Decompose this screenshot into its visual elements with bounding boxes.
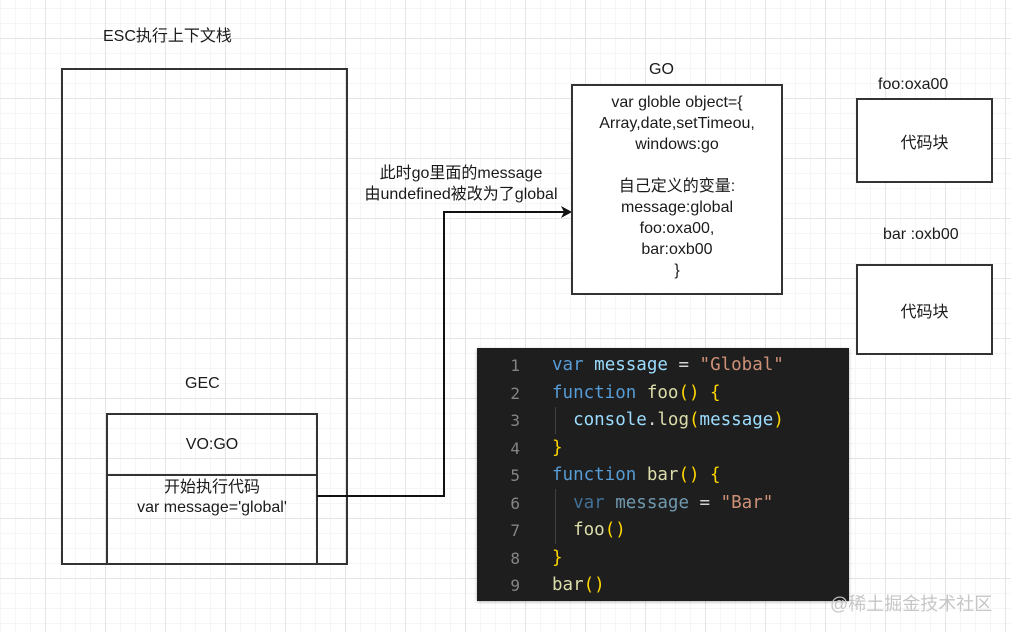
code-line: 9 bar() (477, 572, 849, 600)
code-text: var message = "Global" (552, 352, 784, 380)
code-token: . (646, 410, 658, 430)
code-token: var (573, 492, 616, 513)
code-text: var message = "Bar" (552, 490, 773, 518)
code-token (552, 410, 573, 430)
code-line: 2 function foo() { (477, 380, 849, 408)
code-token: ( (689, 410, 700, 430)
code-line: 3 console.log(message) (477, 407, 849, 435)
go-line: var globle object={ (611, 94, 743, 111)
code-text: } (552, 545, 563, 573)
line-number: 7 (510, 521, 520, 540)
code-token: () { (678, 382, 721, 403)
vo-label: VO:GO (185, 435, 239, 453)
code-token: () (604, 520, 626, 540)
go-box: var globle object={ Array,date,setTimeou… (571, 84, 783, 295)
code-token: foo (646, 382, 679, 403)
line-number: 5 (510, 466, 520, 485)
go-line: bar:oxb00 (641, 241, 713, 258)
code-token: ) (773, 410, 784, 430)
code-token (552, 520, 573, 540)
go-title: GO (649, 61, 674, 78)
indent-guide (555, 407, 556, 434)
code-token: } (552, 547, 563, 568)
code-token: log (657, 410, 689, 430)
code-token: function (552, 382, 647, 403)
code-token: var (552, 355, 595, 375)
code-line: 8} (477, 545, 849, 573)
line-number: 1 (510, 356, 520, 375)
code-token: } (552, 437, 563, 458)
code-token (552, 493, 573, 513)
code-token: = (689, 492, 721, 513)
line-number: 3 (510, 411, 520, 430)
go-content: var globle object={ Array,date,setTimeou… (573, 92, 781, 281)
exec-line-1: 开始执行代码 (163, 479, 260, 496)
code-text: bar() (552, 572, 605, 600)
code-text: function foo() { (552, 380, 721, 408)
line-number: 6 (510, 493, 520, 513)
code-token: bar (552, 575, 584, 595)
code-token: bar (646, 465, 679, 485)
foo-code-block: 代码块 (856, 98, 993, 183)
bar-code-block-label: 代码块 (900, 303, 949, 321)
go-line: 自己定义的变量: (618, 178, 736, 195)
go-line: Array,date,setTimeou, (599, 115, 755, 132)
gec-label: GEC (185, 375, 220, 392)
bar-code-block: 代码块 (856, 264, 993, 355)
line-number: 9 (510, 576, 520, 595)
code-line: 7 foo() (477, 517, 849, 545)
go-line: } (674, 262, 680, 279)
annotation-line-2: 由undefined被改为了global (364, 186, 558, 203)
go-line: foo:oxa00, (639, 220, 715, 237)
annotation: 此时go里面的message 由undefined被改为了global (350, 163, 572, 205)
go-line: message:global (620, 199, 734, 216)
code-line: 5 function bar() { (477, 462, 849, 490)
foo-code-block-label: 代码块 (900, 134, 949, 152)
go-line-blank (573, 155, 781, 176)
code-token: "Global" (699, 355, 784, 375)
annotation-line-1: 此时go里面的message (379, 165, 543, 182)
code-token: message (615, 492, 689, 513)
code-token: console (573, 410, 647, 430)
code-token: () (583, 575, 605, 595)
code-line: 1 var message = "Global" (477, 352, 849, 380)
code-text: } (552, 435, 563, 463)
code-token: message (699, 410, 774, 430)
watermark: @稀土掘金技术社区 (830, 594, 993, 614)
code-token: () { (678, 465, 721, 485)
go-line: windows:go (635, 136, 719, 153)
exec-box: 开始执行代码 var message='global' (106, 474, 318, 565)
esc-stack-title: ESC执行上下文栈 (103, 28, 232, 45)
bar-address-label: bar :oxb00 (883, 226, 959, 243)
code-token: "Bar" (720, 492, 774, 513)
indent-guide (555, 489, 556, 544)
connector-line (317, 211, 564, 497)
code-text: console.log(message) (552, 407, 784, 435)
line-number: 8 (510, 548, 520, 568)
exec-line-2: var message='global' (137, 499, 287, 516)
code-token: foo (573, 520, 605, 540)
code-token: = (667, 355, 700, 375)
foo-address-label: foo:oxa00 (878, 76, 949, 93)
code-text: foo() (552, 517, 626, 545)
arrow-head (561, 206, 572, 218)
line-number: 2 (510, 383, 520, 403)
code-text: function bar() { (552, 462, 721, 490)
code-token: function (552, 465, 647, 485)
code-token: message (594, 355, 668, 375)
code-line: 4} (477, 435, 849, 463)
line-number: 4 (510, 438, 520, 458)
code-line: 6 var message = "Bar" (477, 490, 849, 518)
